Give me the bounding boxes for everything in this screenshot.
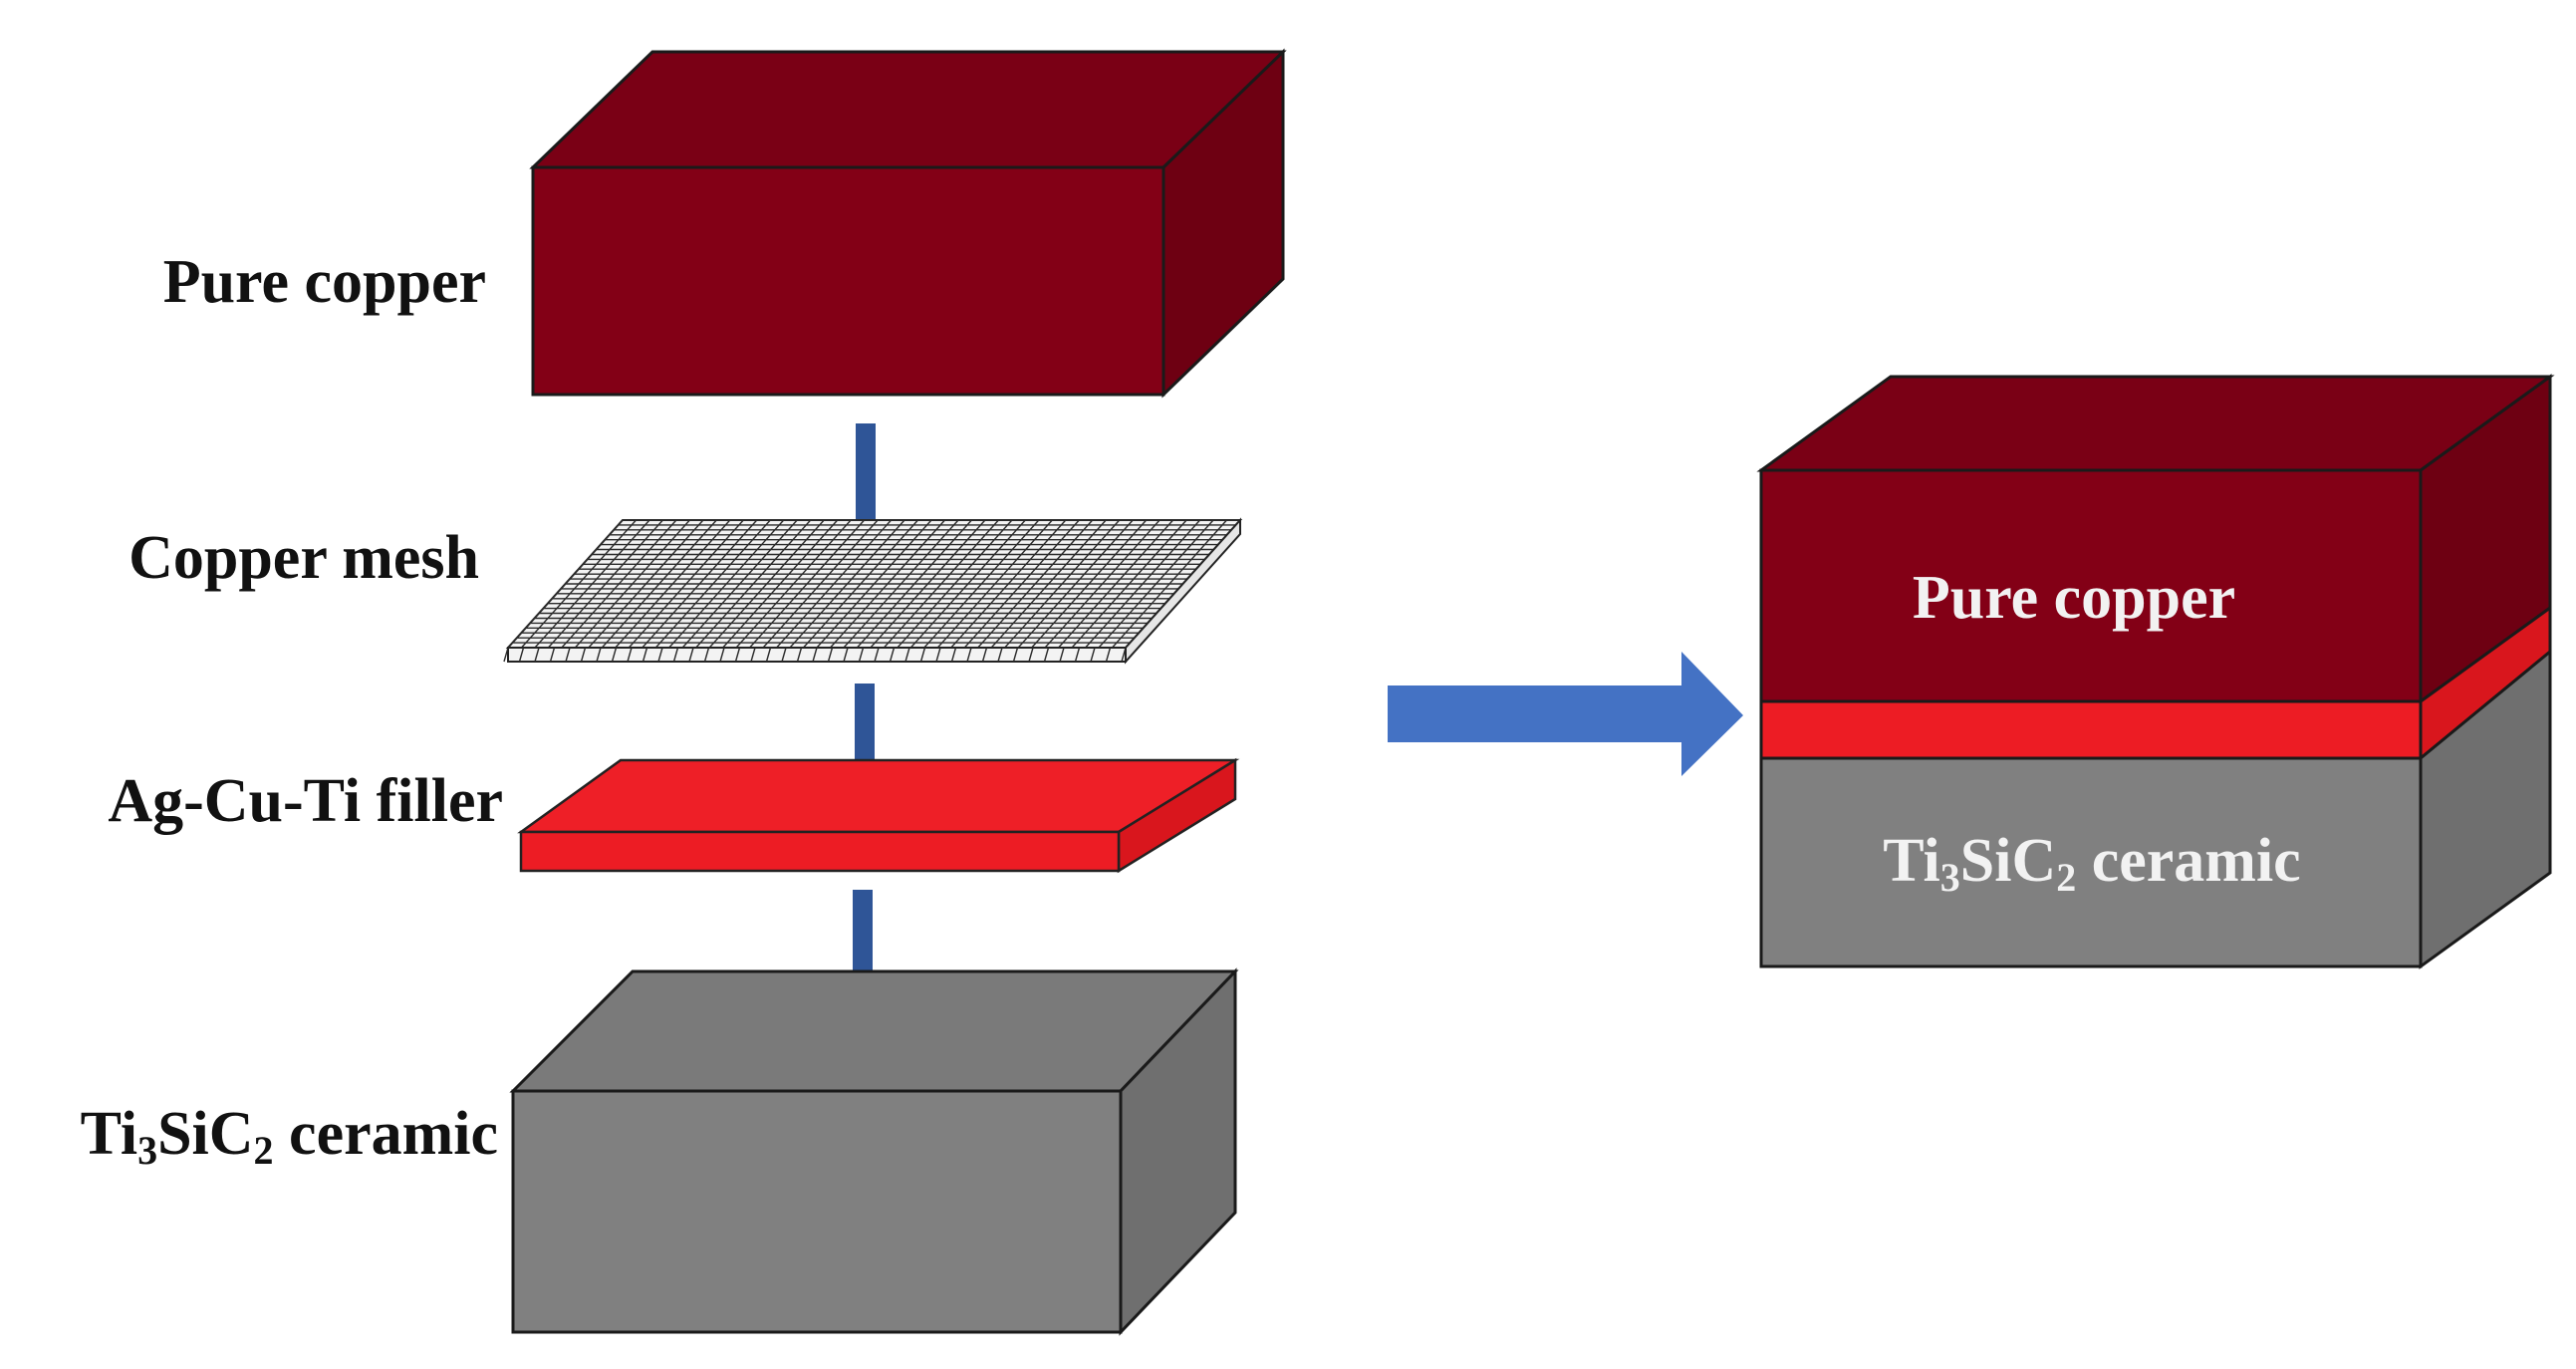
pure-copper-block bbox=[529, 48, 1287, 399]
mesh-wire bbox=[812, 647, 818, 663]
mesh-wire bbox=[1043, 647, 1050, 663]
filler-front-face bbox=[519, 830, 1121, 873]
mesh-wire bbox=[796, 647, 803, 663]
mesh-wire bbox=[1028, 647, 1034, 663]
mesh-wire bbox=[950, 647, 957, 663]
mesh-wire bbox=[1105, 647, 1112, 663]
ceramic-label-sic: SiC bbox=[157, 1100, 253, 1168]
assembled-stack bbox=[1756, 374, 2555, 969]
mesh-wire bbox=[919, 647, 926, 663]
assembled-ceramic-label-ti: Ti bbox=[1883, 827, 1939, 895]
filler-label: Ag-Cu-Ti filler bbox=[108, 767, 503, 835]
assembled-pure-copper-label: Pure copper bbox=[1913, 564, 2235, 632]
pure-copper-label: Pure copper bbox=[163, 248, 486, 316]
pure-copper-top-face bbox=[529, 50, 1287, 169]
ceramic-label: Ti3SiC2 ceramic bbox=[81, 1100, 498, 1173]
mesh-wire bbox=[981, 647, 988, 663]
mesh-wire bbox=[734, 647, 741, 663]
mesh-wire bbox=[1090, 647, 1096, 663]
assembled-top-face bbox=[1756, 375, 2555, 472]
mesh-wire bbox=[765, 647, 772, 663]
ceramic-block bbox=[509, 967, 1239, 1336]
copper-mesh-layer bbox=[503, 517, 1243, 665]
mesh-wire bbox=[719, 647, 725, 663]
assembled-ceramic-label-sic: SiC bbox=[1960, 827, 2056, 895]
mesh-wire bbox=[858, 647, 865, 663]
mesh-wire bbox=[1074, 647, 1081, 663]
mesh-wire bbox=[904, 647, 910, 663]
mesh-wire bbox=[997, 647, 1003, 663]
assembled-front-copper bbox=[1759, 468, 2423, 703]
mesh-wire bbox=[750, 647, 756, 663]
mesh-wire bbox=[549, 647, 556, 663]
mesh-wire bbox=[874, 647, 880, 663]
assembled-front-ceramic bbox=[1759, 756, 2423, 968]
mesh-wire bbox=[966, 647, 972, 663]
ceramic-front-face bbox=[511, 1089, 1123, 1334]
ceramic-label-sub3: 3 bbox=[137, 1128, 157, 1173]
filler-top-face bbox=[517, 758, 1240, 834]
mesh-wire bbox=[672, 647, 679, 663]
mesh-wire bbox=[1059, 647, 1065, 663]
pure-copper-front-face bbox=[531, 165, 1165, 397]
mesh-wire bbox=[889, 647, 896, 663]
copper-mesh-side-edge bbox=[1125, 517, 1241, 665]
mesh-wire bbox=[596, 647, 602, 663]
mesh-wire bbox=[781, 647, 787, 663]
assembled-ceramic-label-sub2: 2 bbox=[2056, 855, 2076, 900]
filler-layer bbox=[517, 757, 1240, 874]
mesh-wire bbox=[703, 647, 710, 663]
copper-mesh-grid bbox=[507, 519, 1241, 649]
mesh-wire bbox=[827, 647, 834, 663]
mesh-wire bbox=[611, 647, 618, 663]
mesh-wire bbox=[503, 647, 509, 663]
mesh-wire bbox=[1012, 647, 1019, 663]
ceramic-label-ti: Ti bbox=[81, 1100, 137, 1168]
mesh-wire bbox=[518, 647, 525, 663]
mesh-wire bbox=[688, 647, 694, 663]
ceramic-label-rest: ceramic bbox=[274, 1100, 498, 1168]
assembled-ceramic-label-rest: ceramic bbox=[2076, 827, 2300, 895]
copper-mesh-label: Copper mesh bbox=[129, 524, 479, 592]
copper-mesh-wire-ends bbox=[503, 647, 1127, 663]
assembled-ceramic-label: Ti3SiC2 ceramic bbox=[1883, 827, 2300, 900]
mesh-wire bbox=[534, 647, 540, 663]
assembled-ceramic-label-sub3: 3 bbox=[1940, 855, 1960, 900]
mesh-wire bbox=[580, 647, 587, 663]
mesh-wire bbox=[843, 647, 849, 663]
mesh-wire bbox=[627, 647, 633, 663]
ceramic-top-face bbox=[509, 969, 1239, 1093]
right-arrow-icon bbox=[1388, 652, 1743, 776]
mesh-wire bbox=[565, 647, 571, 663]
ceramic-label-sub2: 2 bbox=[254, 1128, 274, 1173]
mesh-wire bbox=[642, 647, 648, 663]
mesh-wire bbox=[657, 647, 663, 663]
mesh-wire bbox=[935, 647, 941, 663]
assembled-front-filler bbox=[1759, 699, 2423, 760]
